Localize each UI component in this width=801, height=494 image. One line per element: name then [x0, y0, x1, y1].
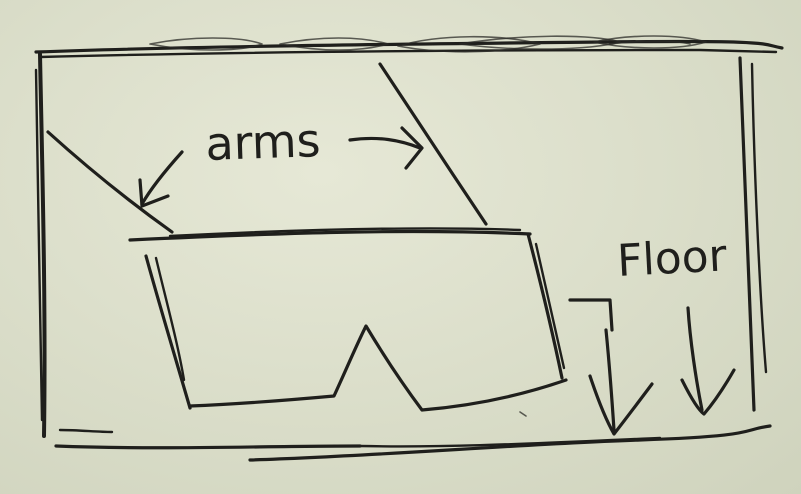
top-frame-edge [36, 36, 782, 57]
goggle-shape [130, 228, 566, 410]
floor-line [56, 412, 770, 460]
left-arm-line [48, 132, 172, 232]
right-arm-line [380, 64, 486, 224]
arms-label: arms [204, 113, 321, 171]
floor-arrow-right-icon [682, 308, 734, 414]
right-frame-edge [740, 58, 766, 410]
arrow-to-left-arm-icon [140, 152, 182, 206]
floor-label: Floor [616, 230, 729, 287]
floor-arrow-left-icon [570, 300, 652, 434]
left-frame-edge [36, 54, 45, 436]
arrow-to-right-arm-icon [350, 128, 422, 168]
